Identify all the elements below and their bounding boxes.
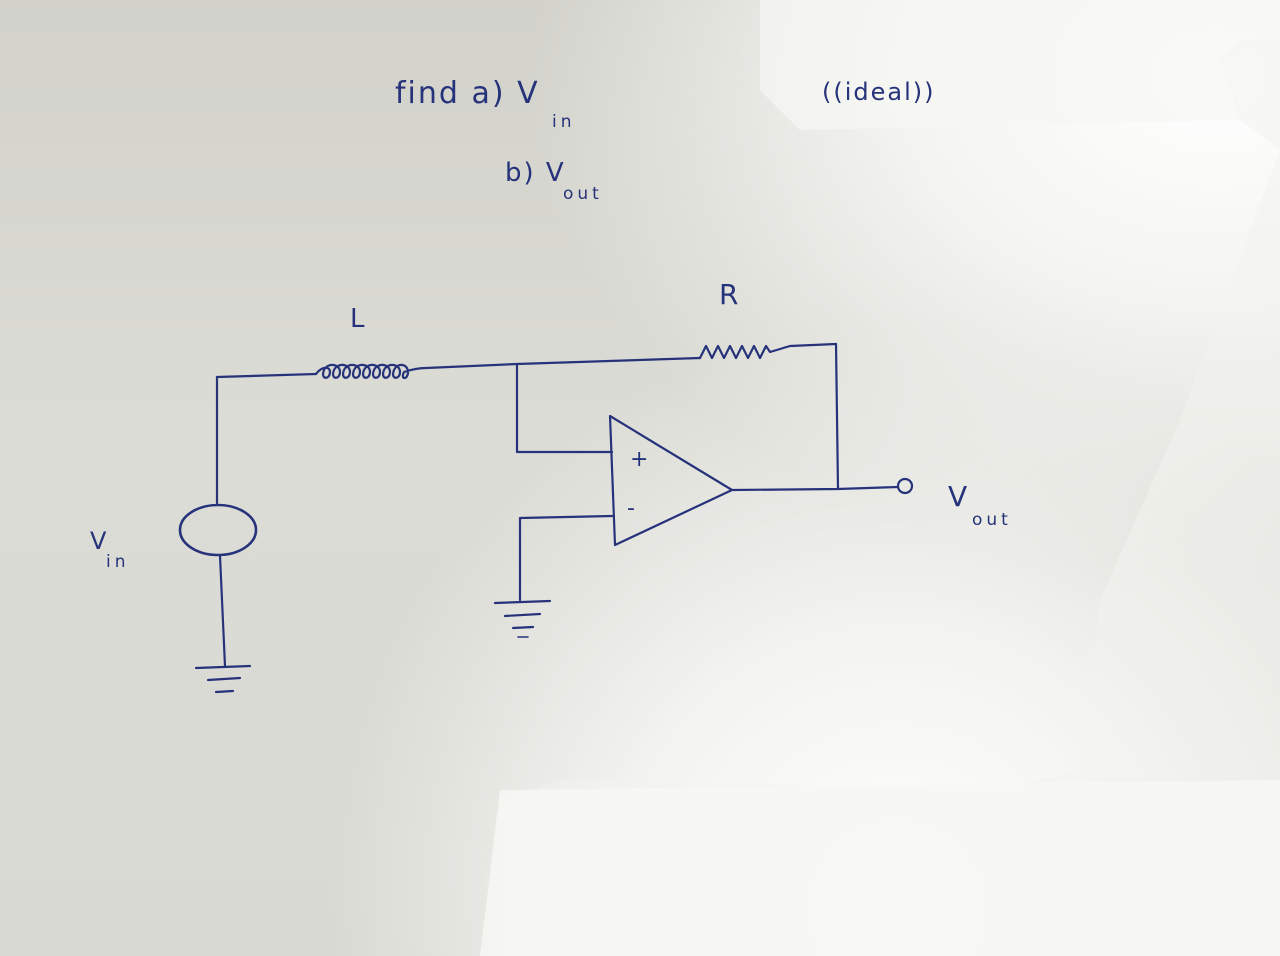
source-label-subscript: in: [106, 552, 130, 572]
output-label-subscript: out: [972, 510, 1012, 530]
question-b: b) V: [505, 158, 566, 188]
ideal-note: ((ideal)): [822, 78, 936, 106]
wire-minus-to-ground: [518, 514, 614, 602]
output-label-text: V: [948, 480, 970, 513]
source-label: V: [90, 527, 108, 555]
resistor-icon: [698, 342, 838, 360]
inductor-label: L: [350, 304, 367, 334]
question-b-text: b) V: [505, 158, 566, 188]
output-terminal-icon: [896, 477, 914, 495]
wire-output: [730, 485, 900, 492]
voltage-source-icon: [178, 503, 258, 557]
wire-source-to-ground: [218, 554, 227, 668]
opamp-icon: [608, 414, 734, 547]
wire-source-to-inductor: [215, 372, 318, 505]
output-label: V: [948, 480, 969, 513]
source-label-text: V: [90, 527, 109, 555]
ground-icon-opamp: [493, 599, 552, 638]
resistor-label: R: [719, 278, 741, 311]
wire-feedback-right: [834, 342, 840, 491]
ground-icon-source: [194, 664, 252, 694]
question-a-subscript: in: [552, 112, 576, 132]
question-a-text: find a) V: [395, 76, 540, 111]
wire-node-to-plus: [515, 362, 614, 454]
inductor-icon: [314, 363, 428, 380]
wire-inductor-to-node: [424, 356, 702, 370]
question-a: find a) V: [395, 76, 540, 111]
opamp-plus-label: +: [630, 447, 651, 472]
question-b-subscript: out: [563, 184, 603, 204]
opamp-minus-label: -: [627, 496, 637, 521]
